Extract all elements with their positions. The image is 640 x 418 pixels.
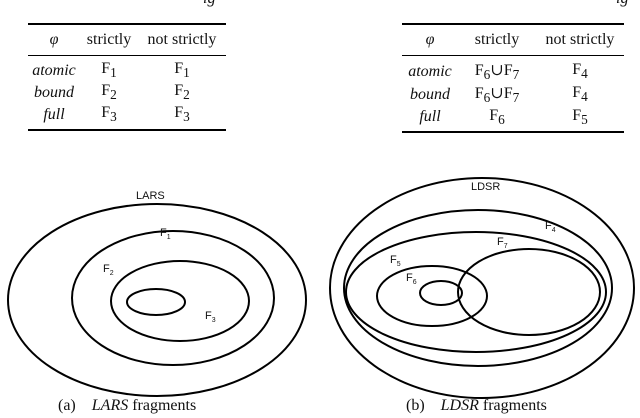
nonstrict-cell: F4: [572, 61, 588, 82]
header-not-strictly: not strictly: [138, 23, 226, 56]
nonstrict-cell: F4: [572, 84, 588, 105]
strict-cell: F6∪F7: [458, 83, 536, 106]
ldsr-f6-inner-ellipse: [419, 280, 463, 306]
table-row: bound F6∪F7 F4: [402, 83, 624, 106]
top-fragment-left: ig: [203, 0, 215, 8]
lars-label-f1: F1: [160, 227, 171, 241]
header-strictly: strictly: [458, 23, 536, 56]
ldsr-label-f7: F7: [497, 236, 508, 250]
phi-cell: full: [28, 104, 80, 131]
lars-label-f2: F2: [103, 263, 114, 277]
table-row: full F3 F3: [28, 104, 226, 131]
lars-f2-ellipse: [110, 260, 250, 342]
strict-cell: F1: [101, 60, 117, 81]
phi-cell: bound: [410, 85, 450, 103]
phi-cell: bound: [34, 84, 74, 101]
strict-cell: F2: [101, 82, 117, 103]
caption-a: (a) LARS fragments: [58, 397, 197, 414]
lars-fragment-table: φ strictly not strictly atomic F1 F1 bou…: [28, 23, 226, 131]
ldsr-outer-ellipse: [329, 177, 635, 399]
table-row: atomic F1 F1: [28, 56, 226, 83]
nonstrict-cell: F3: [138, 104, 226, 131]
lars-f1-ellipse: [71, 230, 275, 366]
ldsr-label-f4: F4: [545, 220, 556, 234]
caption-b: (b) LDSR fragments: [406, 397, 547, 414]
table-row: atomic F6∪F7 F4: [402, 56, 624, 84]
union-expression: F6∪F7: [474, 85, 520, 106]
strict-cell: F6∪F7: [458, 56, 536, 84]
table-row: full F6 F5: [402, 106, 624, 134]
ldsr-f4-ellipse: [343, 209, 613, 367]
phi-cell: atomic: [32, 62, 76, 79]
strict-cell: F3: [80, 104, 138, 131]
ldsr-fragment-table: φ strictly not strictly atomic F6∪F7 F4 …: [402, 23, 624, 134]
lars-label-f3: F3: [205, 310, 216, 324]
nonstrict-cell: F5: [536, 106, 624, 134]
header-phi: φ: [28, 23, 80, 56]
ldsr-f6-ellipse: [376, 265, 488, 327]
ldsr-label-f6: F6: [406, 272, 417, 286]
lars-title: LARS: [136, 190, 165, 202]
nonstrict-cell: F1: [174, 60, 190, 81]
nonstrict-cell: F2: [174, 82, 190, 103]
union-expression: F6∪F7: [474, 62, 520, 83]
ldsr-title: LDSR: [471, 181, 500, 193]
ldsr-f5-ellipse: [345, 231, 607, 353]
phi-cell: full: [402, 106, 458, 134]
header-phi: φ: [402, 23, 458, 56]
phi-cell: atomic: [408, 62, 452, 80]
top-fragment-right: ig: [616, 0, 628, 8]
header-not-strictly: not strictly: [536, 23, 624, 56]
lars-f3-ellipse: [126, 288, 186, 316]
table-row: bound F2 F2: [28, 82, 226, 104]
ldsr-label-f5: F5: [390, 254, 401, 268]
header-strictly: strictly: [80, 23, 138, 56]
lars-outer-ellipse: [7, 203, 307, 397]
strict-cell: F6: [458, 106, 536, 134]
ldsr-f7-ellipse: [457, 248, 601, 336]
